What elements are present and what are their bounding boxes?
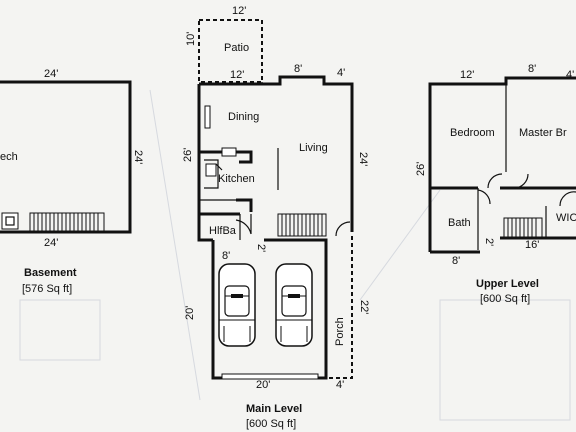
porch-dimension: 22' [358,300,370,314]
living-label: Living [299,142,328,154]
garage-left-dimension: 20' [184,306,196,320]
basement-stairs [29,212,105,232]
basement-title: Basement [24,267,77,279]
main-stairs [277,213,327,237]
garage-bottom-dimension: 20' [256,379,270,391]
master-bedroom-label: Master Br [519,127,567,139]
dining-window [204,105,211,129]
bath-label: Bath [448,217,471,229]
upper-dimension-8-bottom: 8' [452,255,460,267]
bedroom-label: Bedroom [450,127,495,139]
tank-fixture [1,212,19,230]
patio-bottom-dimension: 12' [230,69,244,81]
basement-top-dimension: 24' [44,68,58,80]
basement-bottom-dimension: 24' [44,237,58,249]
basement-right-dimension: 24' [132,150,144,164]
main-dimension-2: 2' [255,244,267,252]
garage-top-dimension: 8' [222,250,230,262]
upper-level-title: Upper Level [476,278,539,290]
upper-level-area: [600 Sq ft] [480,293,530,305]
upper-dimension-12: 12' [460,69,474,81]
upper-left-dimension: 26' [415,162,427,176]
half-bath-label: HlfBa [209,225,237,237]
car-icon [275,263,313,347]
porch-label: Porch [334,317,346,346]
upper-dimension-16: 16' [525,239,539,251]
main-dimension-8: 8' [294,63,302,75]
car-icon [218,263,256,347]
upper-stairs [503,217,543,239]
basement-area: [576 Sq ft] [22,283,72,295]
upper-dimension-4: 4' [566,69,574,81]
main-dimension-4-top: 4' [337,67,345,79]
kitchen-sink [221,147,237,157]
main-right-dimension: 24' [357,152,369,166]
patio-left-dimension: 10' [185,32,197,46]
upper-dimension-8: 8' [528,63,536,75]
range-icon [205,163,217,177]
main-left-dimension: 26' [182,148,194,162]
main-level-plan: 12' 10' Patio 12' 8' 4' 26' 24' Dining L… [182,5,370,430]
upper-dimension-2: 2' [483,238,495,246]
patio-top-dimension: 12' [232,5,246,17]
main-level-area: [600 Sq ft] [246,418,296,430]
patio-label: Patio [224,42,249,54]
main-dimension-4-bottom: 4' [336,379,344,391]
main-level-title: Main Level [246,403,302,415]
patio-outline [198,19,263,83]
walk-in-closet-label: WIC [556,212,576,224]
watermark [19,89,571,421]
basement-room-label: ech [0,151,18,163]
basement-plan: 24' 24' 24' ech Basement [576 Sq ft] [0,68,144,295]
dining-label: Dining [228,111,259,123]
garage-door [221,373,319,380]
upper-level-plan: 12' 8' 4' 26' Bedroom Master Br Bath 2' … [415,63,576,305]
porch-outline [326,236,353,379]
kitchen-label: Kitchen [218,173,255,185]
